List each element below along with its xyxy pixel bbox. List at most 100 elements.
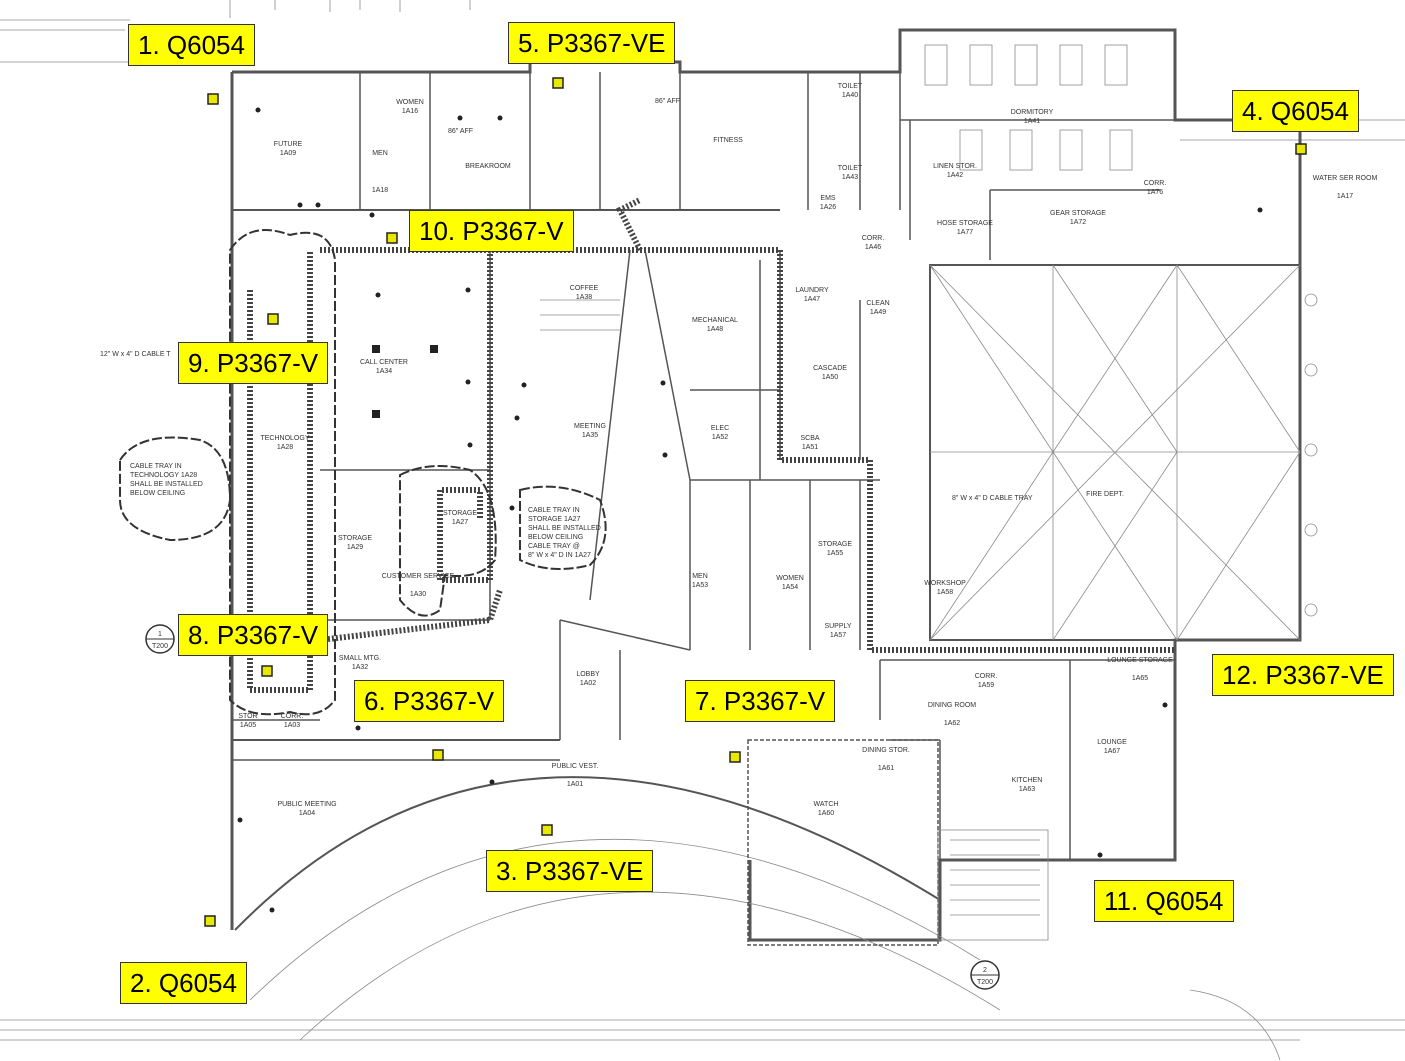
callout-1-number: 1: [158, 631, 162, 638]
room-kitchen: KITCHEN: [1012, 777, 1043, 784]
room-lounge-storage: LOUNGE STORAGE: [1107, 657, 1173, 664]
room-dining-no: 1A62: [944, 720, 960, 727]
device-label-4: 4. Q6054: [1232, 90, 1359, 132]
room-mechanical-no: 1A48: [707, 326, 723, 333]
room-public-meeting: PUBLIC MEETING: [277, 801, 336, 808]
room-gear-no: 1A72: [1070, 219, 1086, 226]
notes: CABLE TRAY IN TECHNOLOGY 1A28 SHALL BE I…: [100, 98, 1033, 559]
room-storage-3: STORAGE: [818, 541, 852, 548]
device-label-12: 12. P3367-VE: [1212, 654, 1394, 696]
room-storage-2-no: 1A27: [452, 519, 468, 526]
room-watch-no: 1A60: [818, 810, 834, 817]
room-toilet-2-no: 1A43: [842, 174, 858, 181]
device-label-8: 8. P3367-V: [178, 614, 329, 656]
room-storage-3-no: 1A55: [827, 550, 843, 557]
room-women: WOMEN: [396, 99, 424, 106]
note-tray-technology-3: SHALL BE INSTALLED: [130, 481, 203, 488]
room-future: FUTURE: [274, 141, 303, 148]
device-label-5: 5. P3367-VE: [508, 22, 676, 64]
room-stor: STOR: [238, 713, 257, 720]
room-laundry: LAUNDRY: [795, 287, 829, 294]
room-elec: ELEC: [711, 425, 729, 432]
room-future-no: 1A09: [280, 150, 296, 157]
camera-devices: [204, 77, 1307, 927]
room-coffee: COFFEE: [570, 285, 599, 292]
device-label-9: 9. P3367-V: [178, 342, 329, 384]
room-cascade-no: 1A50: [822, 374, 838, 381]
room-stor-no: 1A05: [240, 722, 256, 729]
device-label-3: 3. P3367-VE: [486, 850, 654, 892]
callout-1: 1 T200: [145, 624, 175, 654]
exterior-walls: [230, 28, 1302, 942]
callout-2-number: 2: [983, 967, 987, 974]
room-technology: TECHNOLOGY: [260, 435, 309, 442]
room-mechanical: MECHANICAL: [692, 317, 738, 324]
room-supply: SUPPLY: [824, 623, 851, 630]
room-labels: FUTURE 1A09 WOMEN 1A16 MEN 1A18 BREAKROO…: [238, 83, 1377, 817]
room-dining-stor: DINING STOR.: [862, 747, 910, 754]
callout-1-sheet: T200: [152, 643, 168, 650]
callout-2: 2 T200: [970, 960, 1000, 990]
room-technology-no: 1A28: [277, 444, 293, 451]
room-women-no: 1A16: [402, 108, 418, 115]
room-water-no: 1A17: [1337, 193, 1353, 200]
room-storage-1: STORAGE: [338, 535, 372, 542]
room-men-no: 1A18: [372, 187, 388, 194]
room-men-2-no: 1A53: [692, 582, 708, 589]
room-meeting: MEETING: [574, 423, 606, 430]
note-tray-right: 8" W x 4" D CABLE TRAY: [952, 495, 1033, 502]
room-hose: HOSE STORAGE: [937, 220, 993, 227]
device-label-2: 2. Q6054: [120, 962, 247, 1004]
dormitory-beds: [900, 44, 1175, 260]
room-linen: LINEN STOR.: [933, 163, 977, 170]
device-label-7: 7. P3367-V: [685, 680, 836, 722]
camera-icon: [552, 77, 564, 89]
room-corr-1: CORR.: [862, 235, 885, 242]
front-arc: [234, 776, 1281, 1061]
device-label-10: 10. P3367-V: [409, 210, 574, 252]
fire-dept-bay: [929, 264, 1301, 641]
room-lounge: LOUNGE: [1097, 739, 1127, 746]
cable-trays: [247, 197, 1175, 693]
camera-icon: [541, 824, 553, 836]
camera-icon: [261, 665, 273, 677]
room-corr-2-no: 1A76: [1147, 189, 1163, 196]
room-corr-1-no: 1A46: [865, 244, 881, 251]
room-call-center: CALL CENTER: [360, 359, 408, 366]
room-meeting-no: 1A35: [582, 432, 598, 439]
device-label-6: 6. P3367-V: [354, 680, 505, 722]
camera-icon: [1295, 143, 1307, 155]
camera-icon: [267, 313, 279, 325]
camera-icon: [386, 232, 398, 244]
room-women-2: WOMEN: [776, 575, 804, 582]
room-clean-no: 1A49: [870, 309, 886, 316]
room-scba: SCBA: [800, 435, 819, 442]
room-lounge-no: 1A67: [1104, 748, 1120, 755]
device-label-11: 11. Q6054: [1094, 880, 1234, 922]
device-label-1: 1. Q6054: [128, 24, 255, 66]
room-kitchen-no: 1A63: [1019, 786, 1035, 793]
camera-icon: [207, 93, 219, 105]
room-ems: EMS: [820, 195, 836, 202]
note-tray-storage-6: 8" W x 4" D IN 1A27: [528, 552, 591, 559]
note-tray-storage-4: BELOW CEILING: [528, 534, 583, 541]
room-corr-4: CORR.: [975, 673, 998, 680]
room-supply-no: 1A57: [830, 632, 846, 639]
room-men-2: MEN: [692, 573, 708, 580]
room-lobby-no: 1A02: [580, 680, 596, 687]
room-toilet-1-no: 1A40: [842, 92, 858, 99]
note-aff-1: 86" AFF: [448, 128, 473, 135]
room-workshop-no: 1A58: [937, 589, 953, 596]
callout-2-sheet: T200: [977, 979, 993, 986]
room-lounge-storage-no: 1A65: [1132, 675, 1148, 682]
room-workshop: WORKSHOP: [924, 580, 966, 587]
note-tray-storage-2: STORAGE 1A27: [528, 516, 581, 523]
room-fitness: FITNESS: [713, 137, 743, 144]
note-tray-storage-1: CABLE TRAY IN: [528, 507, 580, 514]
revision-clouds: [119, 229, 607, 716]
room-lobby: LOBBY: [576, 671, 600, 678]
room-toilet-1: TOILET: [838, 83, 863, 90]
room-small-mtg-no: 1A32: [352, 664, 368, 671]
room-public-vest: PUBLIC VEST.: [552, 763, 599, 770]
room-corr-3: CORR.: [281, 713, 304, 720]
